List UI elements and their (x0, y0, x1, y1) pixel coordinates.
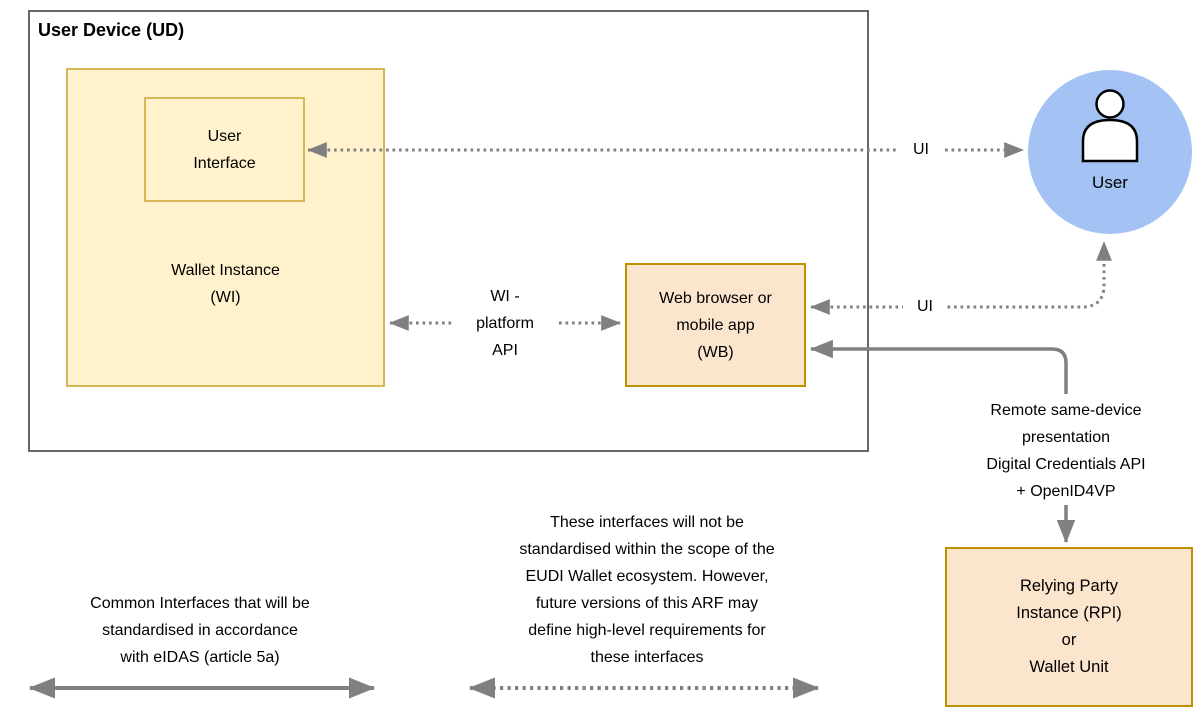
remote-presentation-label: Remote same-device presentation Digital … (941, 397, 1191, 505)
user-actor: User (1028, 70, 1192, 234)
person-icon (1081, 89, 1139, 163)
ui-label-bottom: UI (903, 294, 947, 320)
web-browser-label: Web browser or mobile app (WB) (659, 289, 772, 361)
wallet-instance-label: Wallet Instance (WI) (171, 262, 280, 306)
wi-platform-api-label: WI - platform API (452, 283, 558, 364)
legend-not-standardised-text: These interfaces will not be standardise… (519, 514, 775, 666)
user-label: User (1092, 173, 1128, 192)
ui-label-top: UI (899, 137, 943, 163)
user-device-title: User Device (UD) (38, 20, 185, 40)
user-interface-label: User Interface (193, 127, 256, 172)
user-interface-box: User Interface (144, 97, 305, 202)
relying-party-box: Relying Party Instance (RPI) or Wallet U… (945, 547, 1193, 707)
relying-party-label: Relying Party Instance (RPI) or Wallet U… (1016, 577, 1122, 676)
legend-common-interfaces-text: Common Interfaces that will be standardi… (90, 595, 310, 666)
web-browser-box: Web browser or mobile app (WB) (625, 263, 806, 387)
